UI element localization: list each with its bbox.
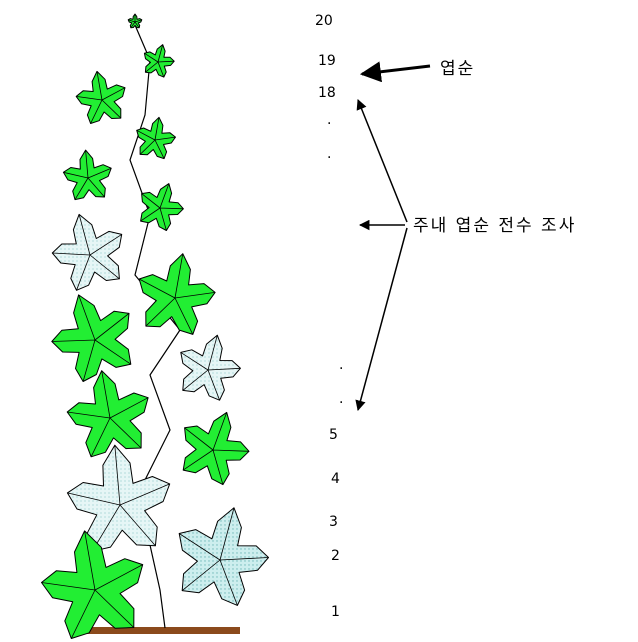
leaf-veins-8 [139, 253, 216, 335]
arrow-survey-up [356, 99, 408, 223]
leaf-veins-14 [178, 507, 269, 606]
leaf-10 [180, 334, 241, 401]
leaf-2 [143, 44, 175, 78]
callout-apex-leaf: 엽순 [440, 59, 475, 79]
callout-survey: 주내 엽순 전수 조사 [413, 216, 576, 236]
arrow-survey-down [355, 227, 408, 412]
node-label-5: 5 [329, 427, 338, 443]
node-label-20: 20 [315, 13, 333, 29]
leaf-veins-4 [136, 117, 176, 159]
leaf-veins-11 [67, 370, 149, 457]
leaf-veins-3 [76, 71, 126, 124]
leaf-12 [182, 411, 250, 486]
leaf-14 [178, 507, 269, 606]
leaf-9 [51, 294, 132, 382]
leaf-13 [66, 444, 171, 552]
soil-base [84, 627, 240, 634]
leaf-veins-12 [182, 412, 250, 485]
leaf-veins-10 [180, 335, 241, 401]
node-label-3: 3 [329, 514, 338, 530]
arrow-apex-leaf [359, 61, 431, 83]
leaf-6 [140, 183, 184, 231]
ellipsis-dot-lower-2: . [339, 391, 343, 407]
plant-leaves [41, 13, 269, 639]
leaf-veins-9 [51, 294, 132, 382]
node-label-2: 2 [331, 548, 340, 564]
leaf-veins-5 [63, 150, 112, 200]
leaf-7 [51, 213, 123, 291]
ellipsis-dot-upper-1: . [327, 112, 331, 128]
node-label-18: 18 [318, 85, 336, 101]
node-label-1: 1 [331, 604, 340, 620]
node-label-19: 19 [318, 53, 336, 69]
leaf-veins-6 [140, 183, 184, 231]
leaf-5 [62, 149, 112, 201]
node-label-4: 4 [331, 471, 340, 487]
ellipsis-dot-upper-2: . [327, 146, 331, 162]
leaf-veins-15 [41, 530, 143, 639]
leaf-veins-2 [144, 44, 175, 78]
leaf-veins-1 [128, 14, 142, 29]
ellipsis-dot-lower-1: . [339, 357, 343, 373]
leaf-veins-13 [67, 445, 170, 552]
leaf-veins-7 [52, 214, 122, 291]
node-number-labels: 20 19 18 . . . . 5 4 3 2 1 [315, 13, 343, 620]
